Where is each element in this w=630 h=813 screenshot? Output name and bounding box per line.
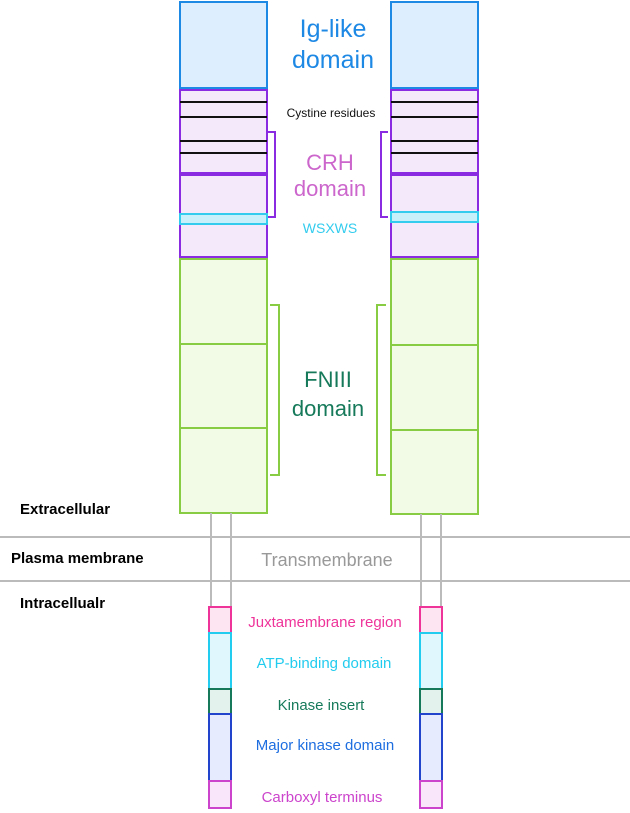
left-juxtamembrane-box: [208, 606, 232, 634]
transmembrane-label: Transmembrane: [261, 550, 392, 570]
right-crh-box-upper: [390, 89, 479, 174]
left-ig-like-box: [179, 1, 268, 89]
right-juxtamembrane-box: [419, 606, 443, 634]
left-wsxws-band: [179, 213, 268, 225]
crh-bracket-right: [380, 131, 388, 218]
right-fniii-box-3: [390, 429, 479, 515]
kinase-insert-label: Kinase insert: [278, 697, 366, 714]
right-fniii-box-2: [390, 344, 479, 431]
left-major-kinase-box: [208, 713, 232, 782]
fniii-label-line1: FNIII: [304, 367, 352, 392]
wsxws-label: WSXWS: [303, 220, 357, 236]
crh-bracket-left: [268, 131, 276, 218]
fniii-label-line2: domain: [292, 396, 364, 421]
crh-label-line2: domain: [294, 176, 366, 201]
plasma-membrane-label: Plasma membrane: [11, 550, 144, 567]
intracellular-label: Intracellualr: [20, 595, 105, 612]
left-fniii-box-1: [179, 258, 268, 345]
carboxyl-label: Carboxyl terminus: [262, 789, 383, 806]
left-fniii-box-3: [179, 427, 268, 514]
right-kinase-insert-box: [419, 688, 443, 715]
right-carboxyl-box: [419, 780, 443, 809]
major-kinase-label: Major kinase domain: [256, 737, 394, 754]
ig-like-label-line1: Ig-like: [300, 15, 367, 43]
fniii-bracket-left: [270, 304, 280, 476]
fniii-bracket-right: [376, 304, 386, 476]
left-fniii-box-2: [179, 343, 268, 429]
right-major-kinase-box: [419, 713, 443, 782]
right-wsxws-band: [390, 211, 479, 223]
left-carboxyl-box: [208, 780, 232, 809]
right-fniii-box-1: [390, 258, 479, 346]
right-receptor-chain: [390, 1, 479, 809]
right-ig-like-box: [390, 1, 479, 89]
atp-binding-label: ATP-binding domain: [257, 655, 392, 672]
extracellular-label: Extracellular: [20, 501, 110, 518]
cystine-label: Cystine residues: [287, 106, 376, 120]
right-atp-binding-box: [419, 632, 443, 690]
ig-like-label-line2: domain: [292, 46, 374, 74]
juxtamembrane-label: Juxtamembrane region: [248, 614, 401, 631]
left-atp-binding-box: [208, 632, 232, 690]
left-receptor-chain: [179, 1, 268, 809]
crh-label-line1: CRH: [306, 150, 354, 175]
left-kinase-insert-box: [208, 688, 232, 715]
left-crh-box-upper: [179, 89, 268, 174]
